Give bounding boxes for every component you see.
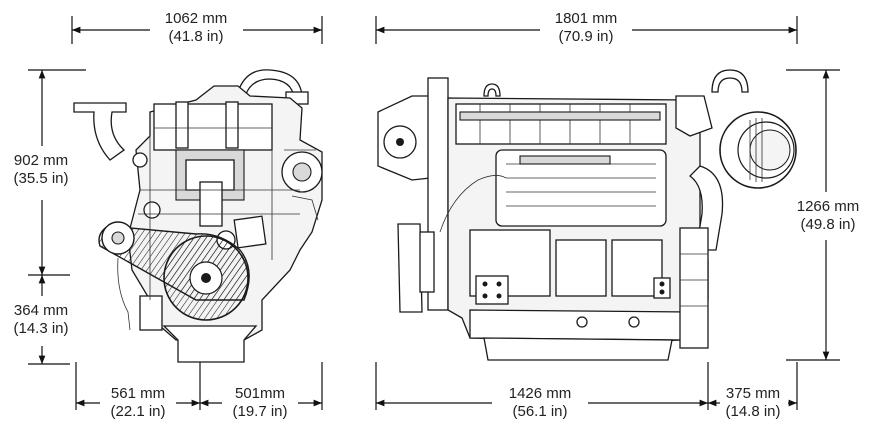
front-base-right-imperial: (19.7 in)	[232, 403, 288, 420]
front-lower-label: 364 mm (14.3 in)	[2, 302, 80, 338]
side-base-label: 1426 mm (56.1 in)	[492, 385, 588, 421]
front-base-left-imperial: (22.1 in)	[110, 403, 166, 420]
front-dimension-lines	[28, 16, 323, 410]
side-height-label: 1266 mm (49.8 in)	[786, 198, 870, 234]
front-lower-imperial: (14.3 in)	[13, 320, 69, 337]
side-dimension-lines	[375, 16, 840, 410]
side-rear-metric: 375 mm	[725, 385, 781, 402]
side-length-imperial: (70.9 in)	[558, 28, 614, 45]
front-width-label: 1062 mm (41.8 in)	[146, 10, 246, 46]
side-rear-imperial: (14.8 in)	[725, 403, 781, 420]
front-height-label: 902 mm (35.5 in)	[2, 152, 80, 188]
side-height-metric: 1266 mm	[796, 198, 860, 215]
front-lower-metric: 364 mm	[13, 302, 69, 319]
front-base-left-label: 561 mm (22.1 in)	[98, 385, 178, 421]
front-height-metric: 902 mm	[13, 152, 69, 169]
side-base-imperial: (56.1 in)	[512, 403, 568, 420]
front-base-left-metric: 561 mm	[110, 385, 166, 402]
front-height-imperial: (35.5 in)	[13, 170, 69, 187]
side-length-label: 1801 mm (70.9 in)	[536, 10, 636, 46]
front-width-imperial: (41.8 in)	[168, 28, 224, 45]
front-base-right-label: 501mm (19.7 in)	[220, 385, 300, 421]
side-rear-label: 375 mm (14.8 in)	[716, 385, 790, 421]
front-base-right-metric: 501mm	[234, 385, 286, 402]
front-width-metric: 1062 mm	[164, 10, 228, 27]
engine-front-view	[73, 69, 323, 363]
engine-side-view	[377, 69, 797, 361]
side-height-imperial: (49.8 in)	[800, 216, 856, 233]
side-length-metric: 1801 mm	[554, 10, 618, 27]
side-base-metric: 1426 mm	[508, 385, 572, 402]
